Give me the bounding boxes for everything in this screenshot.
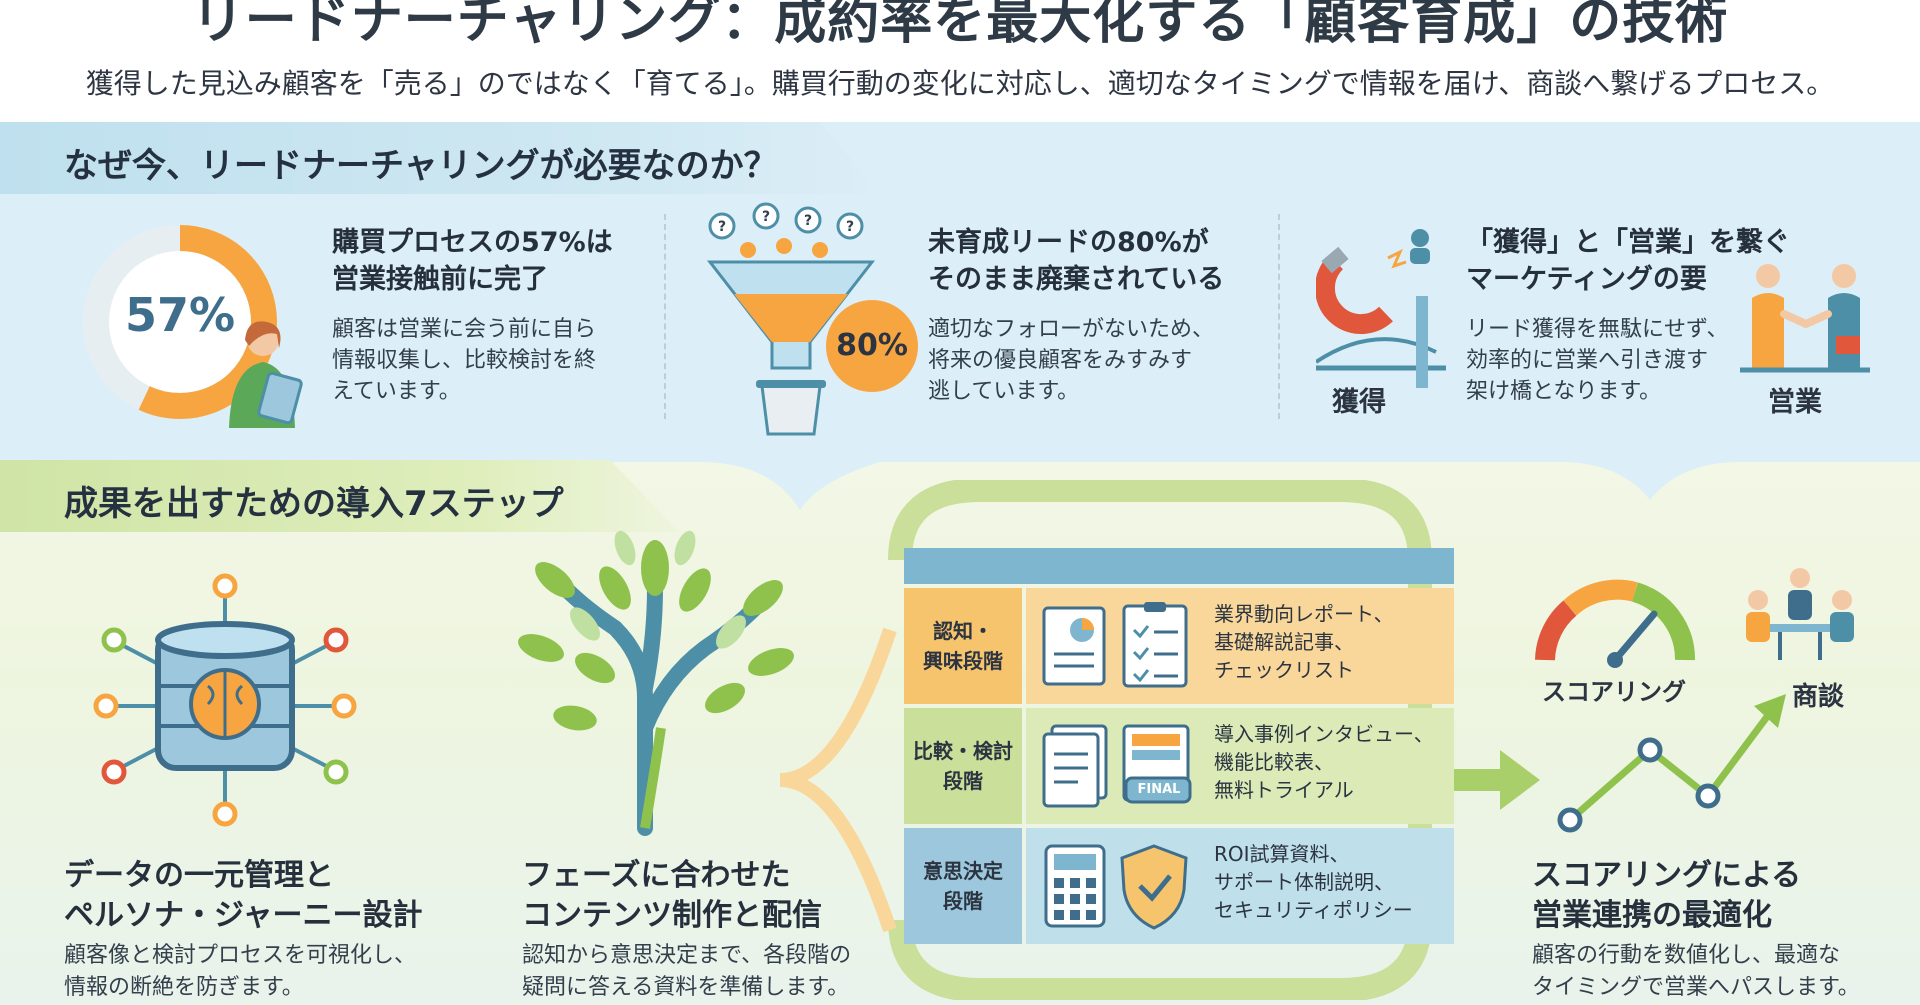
why-heading: なぜ今、リードナーチャリングが必要なのか？ [64,146,778,186]
svg-text:?: ? [846,219,854,235]
svg-text:?: ? [804,213,812,229]
step-1-desc-line: 顧客像と検討プロセスを可視化し、 [64,943,417,968]
step-2-title-line: コンテンツ制作と配信 [522,898,822,933]
stat-2-desc-line: 逃しています。 [928,379,1080,404]
divider [664,214,666,419]
phase-table: 認知・ 興味段階 比較・検討 段階 意思決定 段階 FINAL 業界動向レポート… [904,548,1454,948]
stat-2-title-line: そのまま廃棄されている [928,264,1225,295]
trend-arrow-icon [1557,694,1786,833]
meeting-icon [1746,568,1854,660]
phase-table-header [904,548,1454,584]
phase-content: 導入事例インタビュー、 機能比較表、 無料トライアル [1214,722,1434,802]
step-3-desc-line: タイミングで営業へパスします。 [1532,975,1860,1000]
stat-2-desc-line: 適切なフォローがないため、 [928,317,1215,342]
meeting-label: 商談 [1792,682,1845,712]
stat-3-desc-line: 効率的に営業へ引き渡す [1466,348,1709,373]
stat-3-title-line: 「獲得」と「営業」を繋ぐ [1466,227,1790,258]
stat-2-desc-line: 将来の優良顧客をみすみす [928,348,1193,373]
step-1-desc-line: 情報の断絶を防ぎます。 [64,975,304,1000]
phase-content: 業界動向レポート、 基礎解説記事、 チェックリスト [1214,602,1394,682]
stat-2-title-line: 未育成リードの80%が [928,227,1209,258]
why-heading-tab [0,122,880,194]
page-subtitle: 獲得した見込み顧客を「売る」のではなく「育てる」。購買行動の変化に対応し、適切な… [85,67,1835,100]
stat-3-title-line: マーケティングの要 [1466,264,1707,295]
person-tablet-icon [229,321,303,428]
phase-name: 認知・ 興味段階 [904,588,1022,704]
section-wave [0,440,1920,510]
phase-content: ROI試算資料、 サポート体制説明、 セキュリティポリシー [1214,842,1413,922]
steps-heading: 成果を出すための導入7ステップ [64,484,564,524]
phase-name: 意思決定 段階 [904,828,1022,944]
report-checklist-icon [1042,602,1188,688]
badge-80-circle [826,300,918,392]
stat-57-value: 57% [124,288,236,342]
step-3-title-line: スコアリングによる [1532,858,1802,893]
stat-3-desc-line: 架け橋となります。 [1466,379,1662,404]
stat-1-desc-line: 情報収集し、比較検討を終 [332,348,597,373]
scoring-label: スコアリング [1542,678,1686,706]
phase-name: 比較・検討 段階 [904,708,1022,824]
tree-icon [518,530,794,836]
stat-1-title-line: 購買プロセスの57%は [332,227,613,258]
stat-3-desc-line: リード獲得を無駄にせず、 [1466,317,1729,342]
acquire-label: 獲得 [1332,387,1386,418]
magnet-bridge-icon [1316,229,1446,388]
step-3-title-line: 営業連携の最適化 [1532,898,1772,933]
step-2-desc-line: 疑問に答える資料を準備します。 [522,975,850,1000]
stat-1-desc-line: えています。 [332,379,461,404]
database-brain-icon [93,573,357,827]
step-2-desc-line: 認知から意思決定まで、各段階の [522,943,852,968]
steps-heading-tab [0,460,680,532]
step-3-desc-line: 顧客の行動を数値化し、最適な [1532,943,1841,968]
page-title: リードナーチャリング：成約率を最大化する「顧客育成」の技術 [191,0,1729,51]
funnel-icon: ???? [706,202,876,436]
divider [1278,214,1280,419]
final-badge: FINAL [1137,782,1181,797]
scoring-gauge-icon [1535,579,1696,668]
svg-text:?: ? [762,209,770,225]
sales-label: 営業 [1768,387,1822,418]
stat-80-value: 80% [836,328,908,363]
documents-comparison-icon [1042,724,1192,808]
step-2-title-line: フェーズに合わせた [522,858,791,893]
handshake-icon [1740,264,1870,373]
stat-1-desc-line: 顧客は営業に会う前に自ら [332,317,597,342]
step-1-title-line: ペルソナ・ジャーニー設計 [64,898,423,933]
svg-text:?: ? [718,219,726,235]
calculator-shield-icon [1044,844,1188,930]
step-1-title-line: データの一元管理と [64,858,334,893]
stat-1-title-line: 営業接触前に完了 [332,264,548,295]
